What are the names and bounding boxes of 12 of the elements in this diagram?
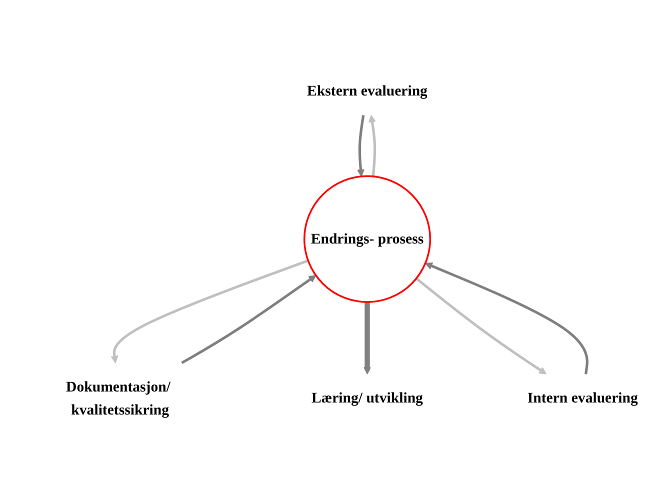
arrow xyxy=(110,259,309,364)
arrow xyxy=(368,114,376,176)
node-text: Dokumentasjon/ kvalitetssikring xyxy=(66,378,170,418)
arrow xyxy=(363,302,372,374)
arrow xyxy=(356,114,365,177)
node-circle: Endrings- prosess xyxy=(303,175,432,303)
arrow xyxy=(424,262,588,374)
arrow xyxy=(181,274,316,364)
node-text: Ekstern evaluering xyxy=(307,82,428,99)
node-text: Læring/ utvikling xyxy=(312,389,423,406)
arrow xyxy=(416,277,547,374)
node-text: Intern evaluering xyxy=(527,389,638,406)
